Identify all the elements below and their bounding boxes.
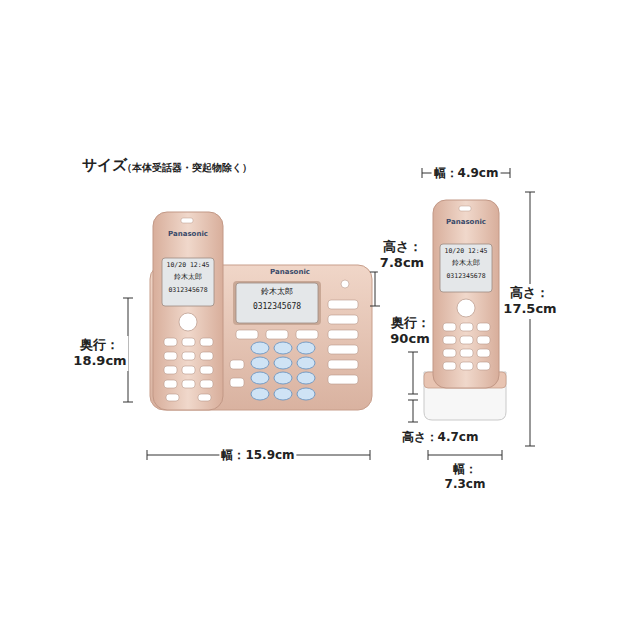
screen-text: 10/20 12:45 xyxy=(166,261,209,269)
size-note: （本体受話器・突起物除く） xyxy=(122,162,252,175)
title: サイズ xyxy=(82,156,127,175)
dimension-label: 幅： 7.3cm xyxy=(443,461,488,493)
dimension-label: 高さ：4.7cm xyxy=(400,429,481,446)
screen-text: 0312345678 xyxy=(168,286,207,294)
screen-text: 10/20 12:45 xyxy=(444,247,487,255)
dimension-label: 幅：4.9cm xyxy=(432,165,501,182)
dimension-label: 高さ： 17.5cm xyxy=(501,284,558,319)
dimension-label: 奥行： 90cm xyxy=(388,314,431,349)
dimension-label: 奥行： 18.9cm xyxy=(71,336,128,371)
brand-logo: Panasonic xyxy=(270,268,310,277)
brand-logo: Panasonic xyxy=(168,230,208,239)
screen-text: 0312345678 xyxy=(446,272,485,280)
screen-text: 鈴木太郎 xyxy=(452,259,480,268)
screen-text: 鈴木太郎 xyxy=(261,287,293,297)
dimension-label: 高さ： 7.8cm xyxy=(378,238,426,273)
dimension-label: 幅：15.9cm xyxy=(219,447,296,464)
brand-logo: Panasonic xyxy=(446,218,486,227)
dimension-lines xyxy=(123,168,535,460)
screen-text: 0312345678 xyxy=(253,302,301,312)
screen-text: 鈴木太郎 xyxy=(174,273,202,282)
